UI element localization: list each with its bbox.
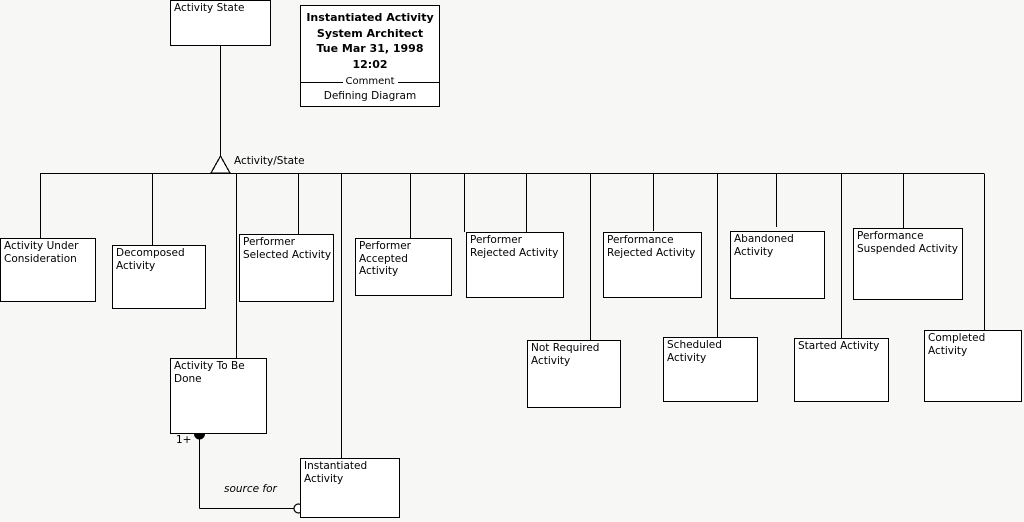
node-completed-activity[interactable]: Completed Activity	[924, 330, 1022, 402]
title-block-comment-label: Comment	[301, 76, 439, 87]
node-label: Activity State	[174, 2, 245, 14]
node-not-required-activity[interactable]: Not Required Activity	[527, 340, 621, 408]
title-block-footer: Defining Diagram	[323, 90, 417, 102]
node-activity-under-consideration[interactable]: Activity Under Consideration	[0, 238, 96, 302]
node-performance-rejected-activity[interactable]: Performance Rejected Activity	[603, 232, 702, 298]
title-block-line3: Tue Mar 31, 1998	[316, 42, 424, 55]
node-performer-selected-activity[interactable]: Performer Selected Activity	[239, 234, 334, 302]
title-block: Instantiated Activity System Architect T…	[300, 5, 440, 107]
role-label: source for	[224, 483, 277, 495]
title-block-line1: Instantiated Activity	[306, 11, 434, 24]
node-label: Activity To Be Done	[174, 360, 245, 385]
node-decomposed-activity[interactable]: Decomposed Activity	[112, 245, 206, 309]
node-label: Performer Accepted Activity	[359, 240, 411, 277]
node-label: Scheduled Activity	[667, 339, 722, 364]
multiplicity-label: 1+	[176, 434, 192, 446]
node-scheduled-activity[interactable]: Scheduled Activity	[663, 337, 758, 402]
node-activity-to-be-done[interactable]: Activity To Be Done	[170, 358, 267, 434]
title-block-line4: 12:02	[352, 57, 388, 71]
discriminator-label: Activity/State	[234, 155, 305, 167]
node-label: Abandoned Activity	[734, 233, 794, 258]
node-label: Performance Rejected Activity	[607, 234, 696, 259]
node-performance-suspended-activity[interactable]: Performance Suspended Activity	[853, 228, 963, 300]
node-label: Performer Selected Activity	[243, 236, 332, 261]
node-label: Performance Suspended Activity	[857, 230, 958, 255]
node-started-activity[interactable]: Started Activity	[794, 338, 889, 402]
node-label: Decomposed Activity	[116, 247, 185, 272]
node-activity-state[interactable]: Activity State	[170, 0, 271, 46]
node-abandoned-activity[interactable]: Abandoned Activity	[730, 231, 825, 299]
node-label: Activity Under Consideration	[4, 240, 79, 265]
node-label: Performer Rejected Activity	[470, 234, 559, 259]
node-label: Completed Activity	[928, 332, 986, 357]
node-performer-rejected-activity[interactable]: Performer Rejected Activity	[466, 232, 564, 298]
title-block-line2: System Architect	[316, 26, 424, 40]
node-label: Instantiated Activity	[304, 460, 368, 485]
node-label: Not Required Activity	[531, 342, 600, 367]
node-instantiated-activity[interactable]: Instantiated Activity	[300, 458, 400, 518]
node-performer-accepted-activity[interactable]: Performer Accepted Activity	[355, 238, 452, 296]
node-label: Started Activity	[798, 340, 880, 352]
